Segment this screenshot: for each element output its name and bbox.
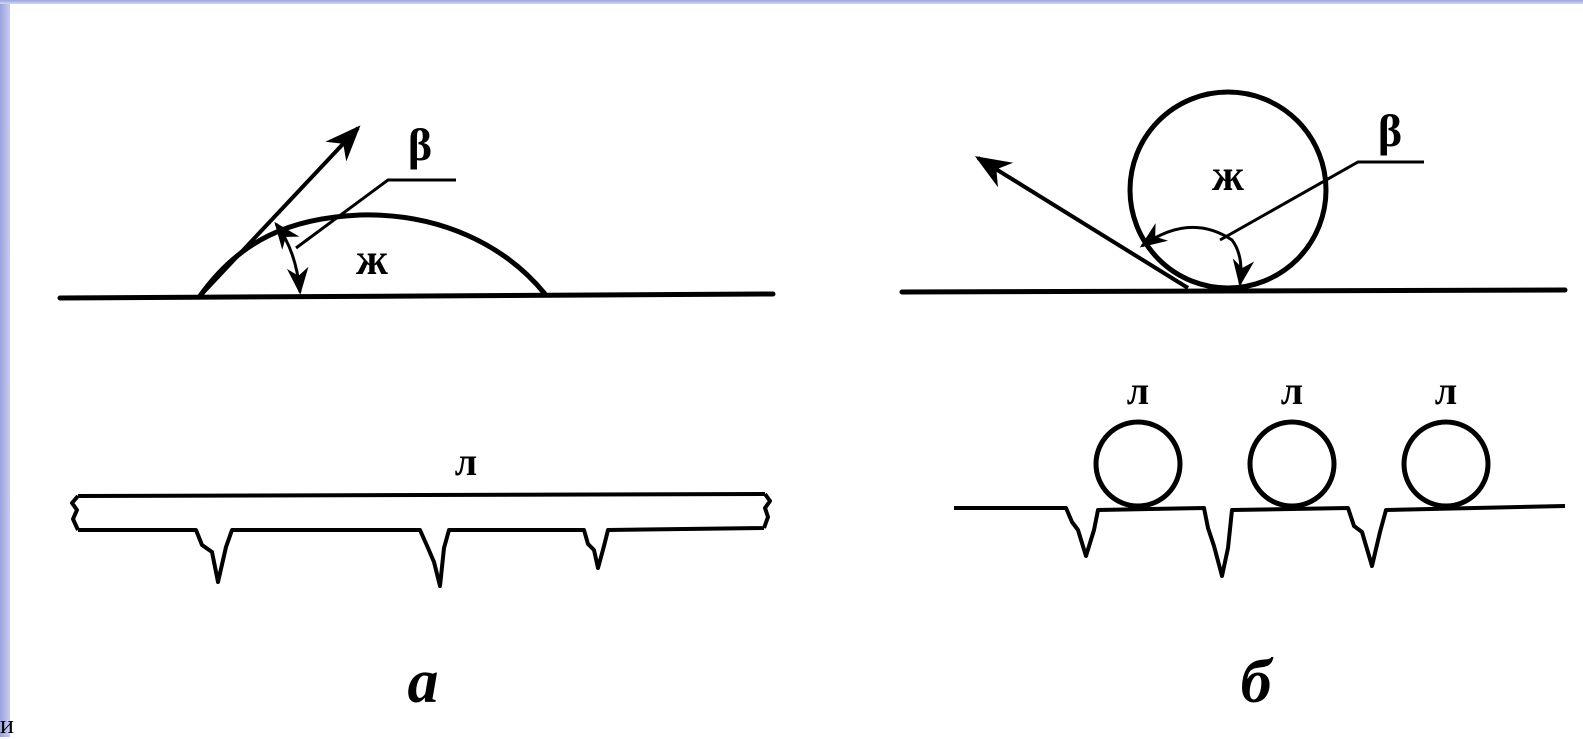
panel-b-surface-label-2: л (1281, 368, 1303, 413)
panel-b-beta-label: β (1378, 105, 1402, 156)
panel-b-beta-leader (1219, 160, 1424, 242)
panel-a: β ж л а (57, 119, 776, 716)
panel-a-substrate-line (57, 291, 776, 301)
panel-b-surface-label-1: л (1127, 368, 1149, 413)
panel-b-angle-arc (1139, 223, 1255, 287)
panel-a-liquid-label: ж (356, 235, 388, 284)
frame-edge-left (0, 0, 10, 737)
frame-edge-top (0, 0, 1583, 4)
panel-a-beta-leader (295, 178, 456, 250)
panel-b-droplet (1127, 89, 1329, 291)
panel-b-surface-profile (954, 504, 1566, 578)
corner-text: и (0, 710, 14, 739)
panel-a-tangent-arrow (198, 125, 361, 298)
panel-a-caption: а (408, 648, 439, 716)
panel-a-angle-arc (274, 221, 309, 295)
panel-a-surface-label: л (455, 439, 477, 484)
panel-b-particle-3 (1401, 419, 1491, 509)
panel-b-substrate-line (899, 287, 1568, 295)
panel-b-caption: б (1241, 648, 1274, 716)
panel-b-tangent-arrow (974, 156, 1190, 290)
panel-b-liquid-label: ж (1212, 151, 1244, 200)
panel-b: β ж л л л б (899, 89, 1568, 716)
panel-b-particle-2 (1247, 419, 1337, 509)
panel-a-beta-label: β (408, 119, 432, 170)
panel-b-surface-label-3: л (1435, 368, 1457, 413)
panel-a-surface-plate (70, 492, 772, 588)
panel-b-particle-1 (1093, 419, 1183, 509)
